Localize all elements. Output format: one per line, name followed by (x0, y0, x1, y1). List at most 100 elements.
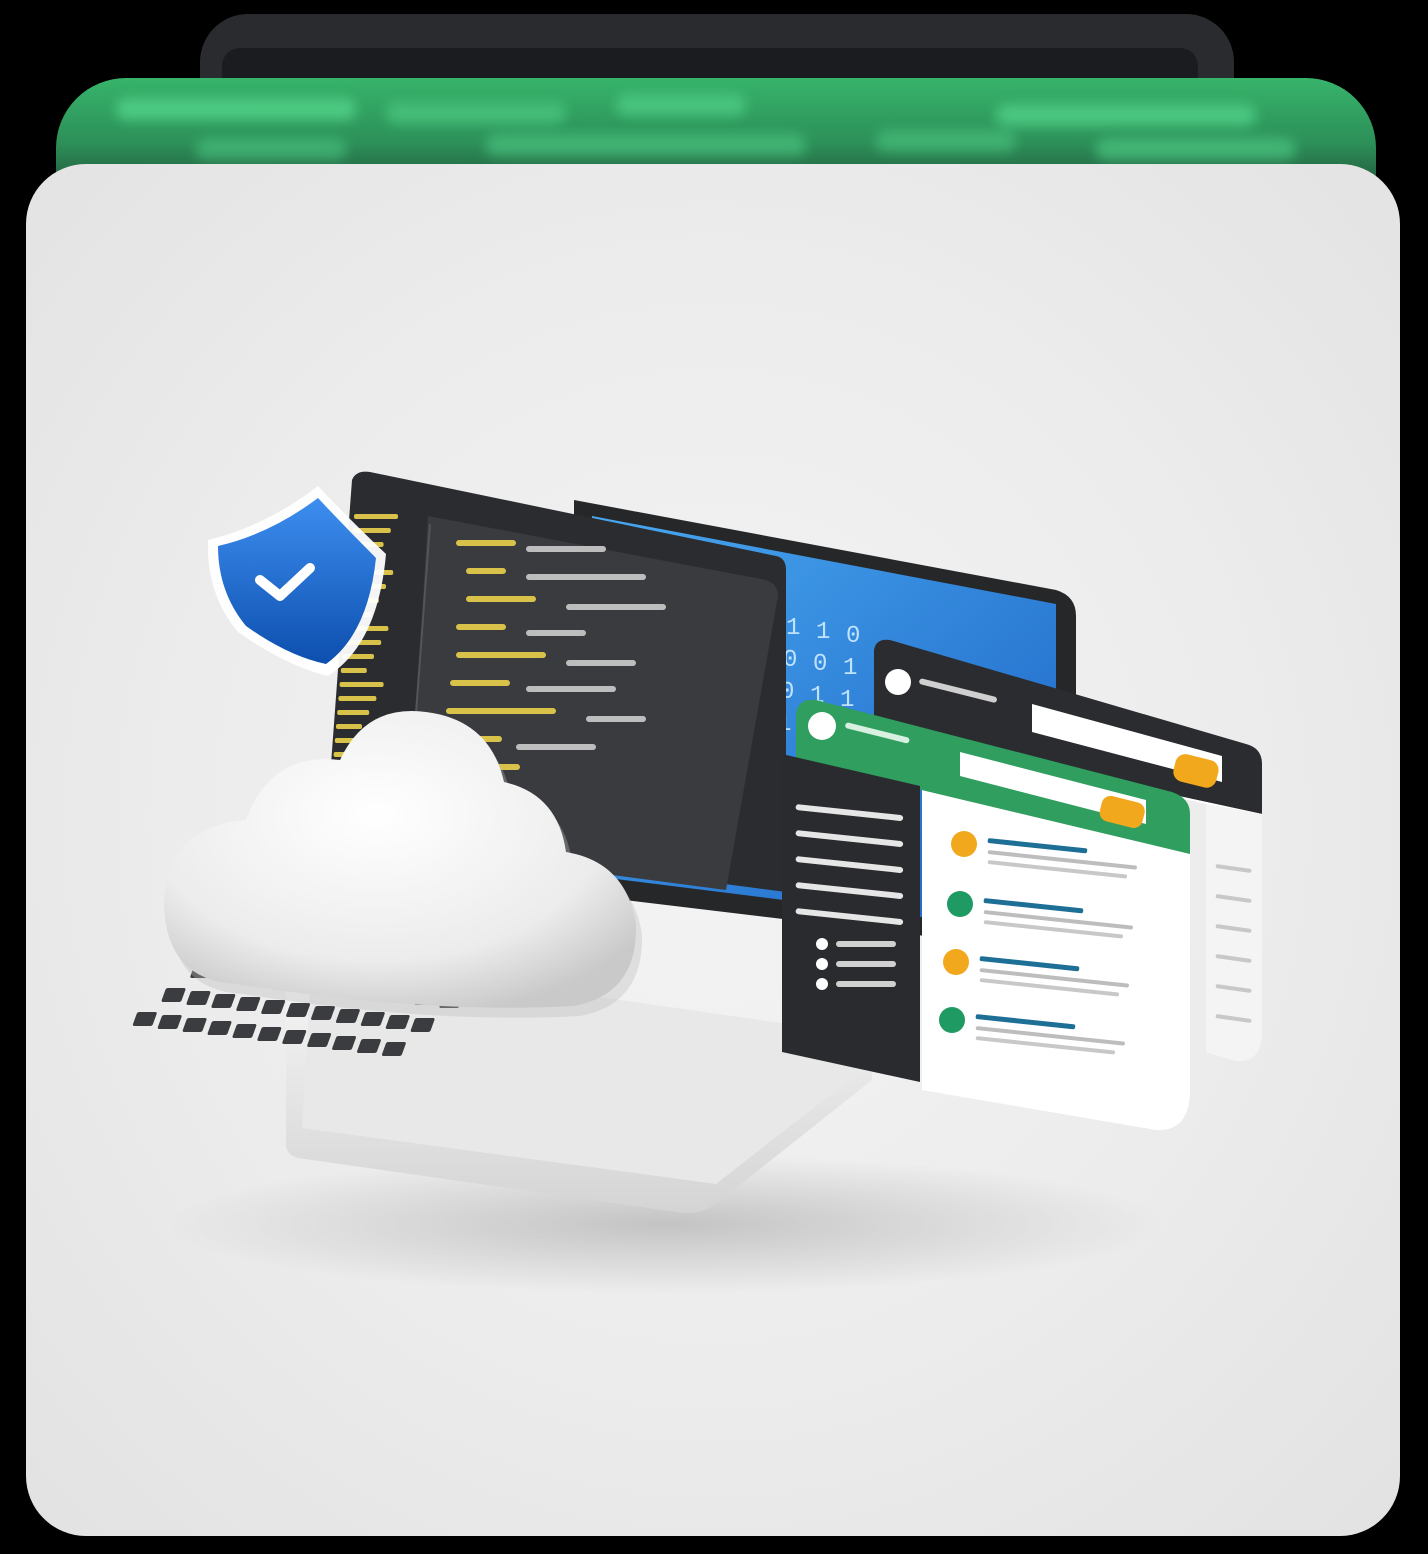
code-line (526, 686, 616, 692)
code-line (466, 596, 536, 602)
keyboard-key (385, 1015, 410, 1029)
blurred-code-line (616, 94, 746, 116)
keyboard-key (207, 1021, 232, 1035)
list-item-text (975, 1036, 1116, 1055)
binary-digit: 1 (843, 655, 857, 682)
ground-shadow (166, 1154, 1166, 1294)
list-item-title (987, 838, 1088, 854)
code-line (516, 744, 596, 750)
front-illustration-card: 1001101011010110 (26, 164, 1400, 1536)
sidebar-menu-line (795, 856, 904, 873)
sidebar-menu-line (795, 830, 904, 847)
keyboard-key (381, 1042, 406, 1056)
keyboard-key (232, 1024, 257, 1038)
code-line (446, 708, 556, 714)
keyboard-key (182, 1018, 207, 1032)
code-line (456, 652, 546, 658)
back-window-line (1215, 984, 1252, 993)
list-item-text (987, 850, 1137, 870)
keyboard-key (261, 1000, 286, 1014)
sidebar-menu-line (836, 961, 896, 967)
keyboard-key (236, 997, 261, 1011)
keyboard-key (157, 1015, 182, 1029)
keyboard-key (211, 994, 236, 1008)
front-browser-window (782, 699, 1190, 1131)
code-line (354, 514, 398, 519)
back-window-line (1215, 864, 1252, 873)
list-item-text (975, 1026, 1125, 1046)
shield-check-icon (207, 486, 386, 676)
list-item-title (975, 1014, 1076, 1030)
keyboard-key (282, 1030, 307, 1044)
code-line (339, 682, 384, 687)
code-line (337, 710, 370, 715)
binary-digit: 0 (783, 647, 797, 674)
code-line (566, 604, 666, 610)
sidebar-bullet (816, 938, 828, 950)
binary-digit: 1 (816, 619, 830, 646)
code-line (526, 574, 646, 580)
keyboard-key (132, 1012, 157, 1026)
binary-digit: 0 (846, 623, 860, 650)
back-window-line (1215, 1014, 1252, 1023)
list-item-text (983, 920, 1124, 939)
blurred-code-line (486, 134, 806, 156)
code-line (466, 568, 506, 574)
keyboard-key (410, 1018, 435, 1032)
sidebar-bullet (816, 978, 828, 990)
sidebar-menu-line (795, 804, 904, 821)
blurred-code-line (386, 102, 566, 124)
code-line (340, 668, 367, 673)
keyboard-key (357, 1039, 381, 1053)
keyboard-key (186, 991, 211, 1005)
sidebar-menu-line (795, 908, 904, 925)
blurred-code-line (1096, 138, 1296, 160)
keyboard-key (335, 1009, 360, 1023)
list-item-title (983, 898, 1084, 914)
status-dot-icon (947, 891, 973, 917)
list-item-title (979, 956, 1080, 972)
code-line (456, 540, 516, 546)
sidebar-menu-line (836, 981, 896, 987)
sidebar-menu-line (795, 882, 904, 899)
keyboard-key (307, 1033, 332, 1047)
binary-digit: 1 (786, 615, 800, 642)
sidebar-menu-line (836, 941, 896, 947)
keyboard-key (161, 988, 186, 1002)
back-window-line (1215, 894, 1252, 903)
code-line (456, 624, 506, 630)
code-line (338, 696, 377, 701)
sidebar-bullet (816, 958, 828, 970)
list-item-text (987, 860, 1128, 879)
binary-digit: 0 (813, 651, 827, 678)
list-item-text (979, 978, 1120, 997)
code-line (526, 630, 586, 636)
code-line (526, 546, 606, 552)
sidebar-menu-lines (795, 804, 904, 990)
keyboard-key (360, 1012, 385, 1026)
back-browser-window (874, 639, 1262, 1061)
status-dot-icon (943, 949, 969, 975)
code-line (586, 716, 646, 722)
cloud-computing-illustration: 1001101011010110 (132, 471, 1262, 1294)
keyboard-key (332, 1036, 357, 1050)
blurred-code-line (116, 98, 356, 120)
back-window-line (1215, 954, 1252, 963)
code-line (450, 680, 510, 686)
code-line (336, 724, 362, 729)
status-dot-icon (951, 831, 977, 857)
status-dot-icon (939, 1007, 965, 1033)
cloud-icon (164, 711, 643, 1018)
blurred-code-line (196, 138, 346, 160)
keyboard-key (286, 1003, 311, 1017)
blurred-code-line (876, 130, 1016, 152)
list-item-text (983, 910, 1133, 930)
list-item-text (979, 968, 1129, 988)
status-list (939, 831, 1137, 1055)
blurred-code-line (996, 104, 1256, 126)
code-line (566, 660, 636, 666)
keyboard-key (311, 1006, 335, 1020)
keyboard-key (257, 1027, 282, 1041)
back-window-line (1215, 924, 1252, 933)
